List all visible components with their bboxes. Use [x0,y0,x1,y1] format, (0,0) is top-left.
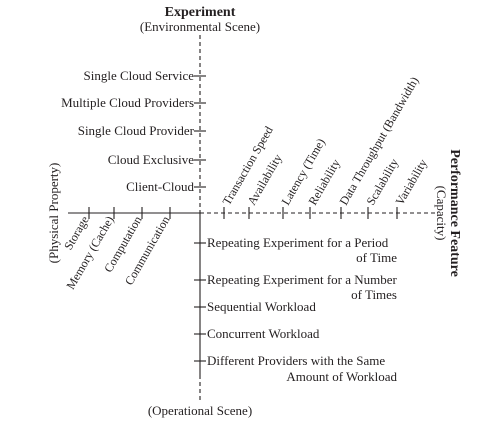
env-item-label: Cloud Exclusive [108,152,195,167]
bottom-axis-label: (Operational Scene) [148,403,252,418]
op-item-line1: Different Providers with the Same [207,353,385,368]
env-item-label: Single Cloud Provider [78,123,195,138]
operational-scene-group: Repeating Experiment for a Period of Tim… [194,235,398,384]
env-item-label: Client-Cloud [126,179,194,194]
environmental-scene-group: Single Cloud Service Multiple Cloud Prov… [61,68,206,194]
env-item-label: Single Cloud Service [84,68,195,83]
env-item-label: Multiple Cloud Providers [61,95,194,110]
performance-feature-group: Transaction Speed Availability Latency (… [219,74,430,219]
op-item-line2: of Times [351,287,397,302]
top-axis-subtitle: (Environmental Scene) [140,19,260,34]
op-item-line1: Sequential Workload [207,299,316,314]
physical-property-group: Storage Memory (Cache) Computation Commu… [61,207,173,292]
left-axis-label: (Physical Property) [46,163,61,264]
right-axis-subtitle: (Capacity) [434,186,449,241]
phys-item-label: Memory (Cache) [63,214,116,292]
op-item-line1: Concurrent Workload [207,326,320,341]
op-item-line2: Amount of Workload [286,369,397,384]
op-item-line1: Repeating Experiment for a Number [207,272,398,287]
right-axis-title: Performance Feature [447,149,462,277]
op-item-line1: Repeating Experiment for a Period [207,235,389,250]
op-item-line2: of Time [356,250,397,265]
top-axis-title: Experiment [165,5,236,20]
